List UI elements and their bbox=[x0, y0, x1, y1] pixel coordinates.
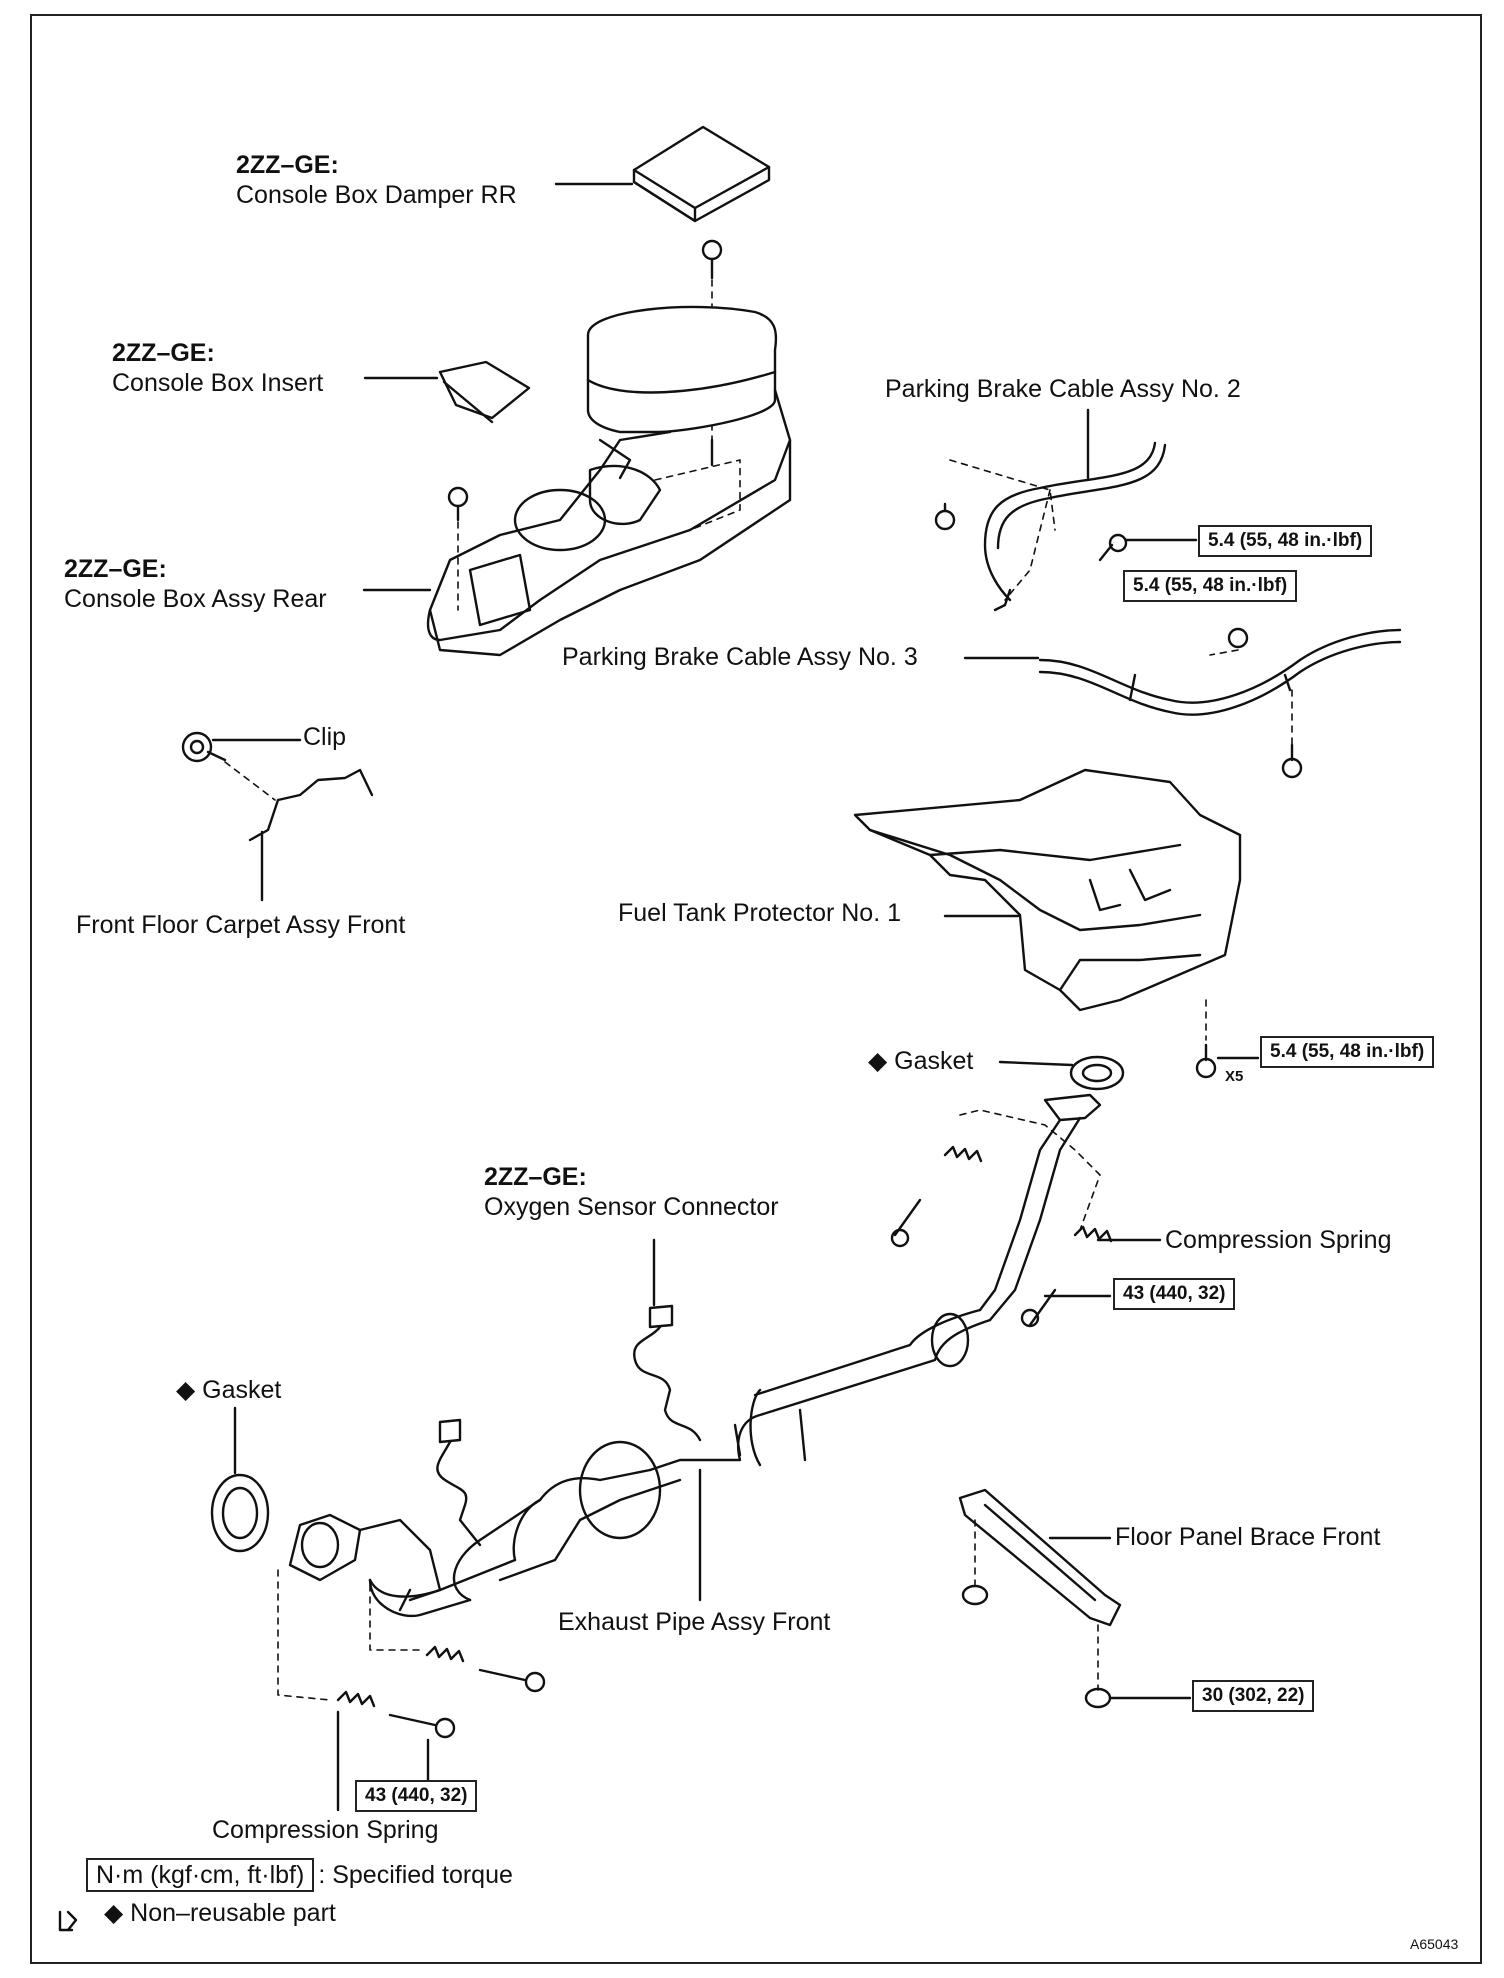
label-console-damper: 2ZZ–GE: Console Box Damper RR bbox=[236, 150, 517, 210]
label-o2-sensor: 2ZZ–GE: Oxygen Sensor Connector bbox=[484, 1162, 779, 1222]
label-x5: X5 bbox=[1225, 1068, 1244, 1085]
torque-pipe-right: 43 (440, 32) bbox=[1113, 1278, 1236, 1310]
label-floor-brace: Floor Panel Brace Front bbox=[1115, 1523, 1381, 1551]
part-name: Console Box Assy Rear bbox=[64, 585, 327, 613]
fuel-tank-protector-shape bbox=[853, 768, 1260, 1079]
label-brake-cable-2: Parking Brake Cable Assy No. 2 bbox=[885, 375, 1241, 403]
console-side-screw bbox=[447, 486, 469, 611]
floor-brace-shape bbox=[958, 1488, 1192, 1709]
upper-springs-bolts bbox=[890, 1109, 1162, 1328]
gasket-upper-shape bbox=[998, 1055, 1125, 1091]
console-insert-shape bbox=[363, 360, 531, 424]
label-exhaust-pipe: Exhaust Pipe Assy Front bbox=[558, 1608, 831, 1636]
part-name: Console Box Insert bbox=[112, 369, 324, 397]
label-brake-cable-3: Parking Brake Cable Assy No. 3 bbox=[562, 643, 918, 671]
label-compression-spring-bottom: Compression Spring bbox=[212, 1816, 439, 1844]
label-gasket-lower: ◆ Gasket bbox=[176, 1376, 282, 1404]
label-console-rear: 2ZZ–GE: Console Box Assy Rear bbox=[64, 554, 327, 614]
part-name: Oxygen Sensor Connector bbox=[484, 1193, 779, 1221]
console-damper-shape bbox=[554, 125, 771, 223]
label-console-insert: 2ZZ–GE: Console Box Insert bbox=[112, 338, 323, 398]
label-carpet: Front Floor Carpet Assy Front bbox=[76, 911, 406, 939]
clip-carpet-shape bbox=[181, 731, 374, 902]
torque-brake-cable-2: 5.4 (55, 48 in.·lbf) bbox=[1198, 525, 1373, 557]
legend-torque: N·m (kgf·cm, ft·lbf): Specified torque bbox=[86, 1858, 513, 1892]
lower-springs-bolts bbox=[277, 1569, 546, 1812]
label-clip: Clip bbox=[303, 723, 347, 751]
torque-fuel-tank: 5.4 (55, 48 in.·lbf) bbox=[1260, 1036, 1435, 1068]
torque-brace: 30 (302, 22) bbox=[1192, 1680, 1315, 1712]
engine-tag: 2ZZ–GE: bbox=[236, 151, 339, 179]
legend-torque-unit: N·m (kgf·cm, ft·lbf) bbox=[86, 1858, 315, 1892]
o2-sensor-wiring bbox=[436, 1238, 702, 1547]
engine-tag: 2ZZ–GE: bbox=[484, 1163, 587, 1191]
diagram-frame bbox=[30, 14, 1482, 1964]
label-gasket-upper: ◆ Gasket bbox=[868, 1047, 974, 1075]
torque-brake-cable-3: 5.4 (55, 48 in.·lbf) bbox=[1123, 570, 1298, 602]
exhaust-pipe-shape bbox=[288, 1093, 1102, 1618]
lexus-icon bbox=[58, 1910, 78, 1932]
figure-id: A65043 bbox=[1410, 1936, 1459, 1952]
console-rear-shape bbox=[362, 305, 792, 657]
legend-nonreusable: ◆ Non–reusable part bbox=[104, 1899, 336, 1927]
legend-torque-text: : Specified torque bbox=[318, 1861, 513, 1889]
engine-tag: 2ZZ–GE: bbox=[64, 555, 167, 583]
part-name: Console Box Damper RR bbox=[236, 181, 517, 209]
brake-cable-2-shape bbox=[934, 408, 1198, 612]
label-fuel-tank-protector: Fuel Tank Protector No. 1 bbox=[618, 899, 902, 927]
gasket-lower-shape bbox=[210, 1406, 270, 1553]
label-compression-spring-right: Compression Spring bbox=[1165, 1226, 1392, 1254]
brake-cable-3-shape bbox=[963, 627, 1402, 779]
torque-pipe-bottom: 43 (440, 32) bbox=[355, 1780, 478, 1812]
engine-tag: 2ZZ–GE: bbox=[112, 339, 215, 367]
